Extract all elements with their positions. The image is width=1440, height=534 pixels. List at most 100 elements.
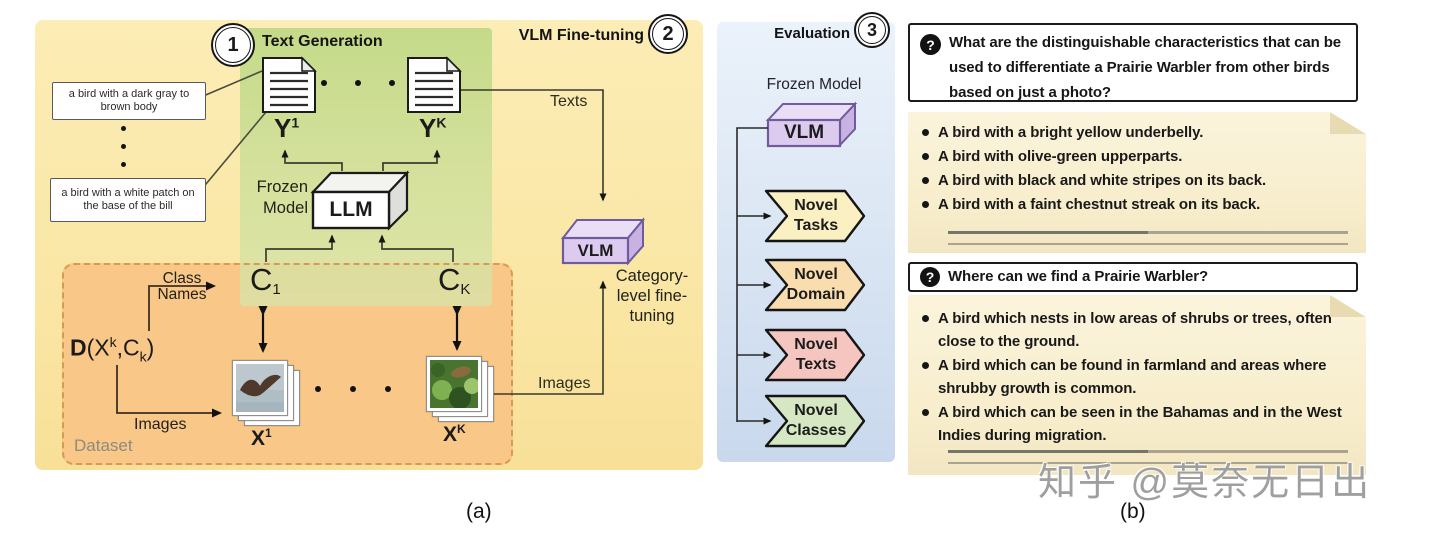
bullet-icon bbox=[922, 362, 929, 369]
label-c1: C1 bbox=[250, 262, 281, 298]
frozen-model-label-eval: Frozen Model bbox=[766, 76, 862, 93]
banner-line2: Classes bbox=[785, 422, 847, 439]
formula-sub-k: k bbox=[139, 348, 147, 365]
ellipsis-dot bbox=[321, 80, 327, 86]
category-line1: Category- bbox=[615, 267, 689, 285]
flying-bird-image bbox=[236, 364, 284, 412]
texts-label: Texts bbox=[550, 93, 588, 110]
answer-item: A bird with olive-green upperparts. bbox=[922, 145, 1358, 168]
images-right-label: Images bbox=[538, 375, 591, 392]
label-yk: YK bbox=[419, 113, 446, 144]
label-ck: CK bbox=[438, 262, 470, 298]
bullet-icon bbox=[922, 315, 929, 322]
question-text-2: Where can we find a Prairie Warbler? bbox=[948, 268, 1209, 285]
label-c1-base: C bbox=[250, 262, 273, 297]
ellipsis-dot bbox=[350, 386, 356, 392]
label-c1-sub: 1 bbox=[272, 281, 281, 298]
redacted-line bbox=[948, 231, 1348, 234]
answer-item: A bird which can be found in farmland an… bbox=[922, 354, 1358, 400]
label-y1-base: Y bbox=[274, 113, 292, 143]
banner-line1: Novel bbox=[794, 197, 838, 214]
formula-d: D bbox=[70, 334, 87, 361]
caption-box-1: a bird with a dark gray to brown body bbox=[52, 82, 206, 120]
vlm-label-eval: VLM bbox=[783, 122, 825, 143]
answer-text: A bird which nests in low areas of shrub… bbox=[938, 310, 1332, 350]
llm-label: LLM bbox=[329, 198, 373, 221]
category-line3: tuning bbox=[629, 307, 675, 325]
label-xk-sup: K bbox=[457, 422, 466, 436]
question-text-1: What are the distinguishable characteris… bbox=[949, 34, 1342, 101]
answer-text: A bird with a bright yellow underbelly. bbox=[938, 124, 1204, 141]
ellipsis-dot bbox=[385, 386, 391, 392]
label-y1-sup: 1 bbox=[291, 114, 300, 131]
subfigure-caption-a: (a) bbox=[466, 500, 492, 523]
bullet-icon bbox=[922, 153, 929, 160]
banner-line2: Domain bbox=[786, 286, 846, 303]
class-names-line1: Class bbox=[162, 270, 202, 287]
dataset-label: Dataset bbox=[74, 436, 133, 455]
frozen-model-label-a: Frozen Model bbox=[237, 177, 308, 219]
subfigure-caption-b: (b) bbox=[1120, 500, 1146, 523]
answer-item: A bird which nests in low areas of shrub… bbox=[922, 307, 1358, 353]
question-box-2: ? Where can we find a Prairie Warbler? bbox=[908, 262, 1358, 292]
redacted-line bbox=[948, 462, 1348, 464]
step-circle-2: 2 bbox=[648, 14, 688, 54]
banner-line2: Tasks bbox=[793, 217, 839, 234]
label-xk: XK bbox=[443, 422, 466, 447]
ellipsis-dot bbox=[315, 386, 321, 392]
bird-photo-xk bbox=[426, 356, 482, 412]
section-title-text-generation: Text Generation bbox=[262, 33, 383, 50]
bullet-icon bbox=[922, 129, 929, 136]
answer-item: A bird which can be seen in the Bahamas … bbox=[922, 401, 1358, 447]
answer-text: A bird with olive-green upperparts. bbox=[938, 148, 1183, 165]
class-names-label: Class Names bbox=[152, 271, 212, 303]
bird-photo-x1 bbox=[232, 360, 288, 416]
step-circle-3: 3 bbox=[854, 12, 890, 48]
answer-text: A bird with a faint chestnut streak on i… bbox=[938, 196, 1261, 213]
ellipsis-dot bbox=[355, 80, 361, 86]
step-number-2: 2 bbox=[662, 22, 674, 45]
images-left-label: Images bbox=[134, 416, 187, 433]
answer-text: A bird with black and white stripes on i… bbox=[938, 172, 1267, 189]
answer-note-2: A bird which nests in low areas of shrub… bbox=[908, 295, 1366, 475]
banner-line1: Novel bbox=[794, 266, 838, 283]
banner-line1: Novel bbox=[794, 336, 838, 353]
banner-line2: Texts bbox=[795, 356, 837, 373]
formula-mid: ,C bbox=[116, 334, 140, 361]
question-box-1: ? What are the distinguishable character… bbox=[908, 23, 1358, 102]
label-x1-base: X bbox=[251, 427, 266, 450]
answer-item: A bird with black and white stripes on i… bbox=[922, 169, 1358, 192]
label-x1-sup: 1 bbox=[265, 426, 272, 440]
label-y1: Y1 bbox=[274, 113, 299, 144]
redacted-line bbox=[948, 243, 1348, 245]
frozen-model-line1: Frozen bbox=[256, 178, 308, 196]
ellipsis-dot bbox=[121, 126, 126, 131]
answer-item: A bird with a faint chestnut streak on i… bbox=[922, 193, 1358, 216]
section-title-evaluation: Evaluation bbox=[774, 25, 850, 42]
vlm-label-finetune: VLM bbox=[577, 240, 614, 260]
frozen-model-line2: Model bbox=[263, 199, 308, 217]
foliage-bird-image bbox=[430, 360, 478, 408]
answer-note-1: A bird with a bright yellow underbelly. … bbox=[908, 112, 1366, 253]
dataset-formula: D(Xk,Ck) bbox=[70, 334, 154, 364]
bullet-icon bbox=[922, 409, 929, 416]
label-yk-base: Y bbox=[419, 113, 437, 143]
watermark: 知乎 @莫奈无日出 bbox=[1038, 462, 1372, 504]
section-title-vlm-finetuning: VLM Fine-tuning bbox=[518, 27, 644, 44]
step-number-1: 1 bbox=[227, 33, 239, 56]
formula-open: (X bbox=[86, 334, 110, 361]
label-ck-sub: K bbox=[460, 281, 471, 298]
step-circle-1: 1 bbox=[211, 23, 255, 67]
category-line2: level fine- bbox=[616, 287, 688, 305]
bullet-icon bbox=[922, 201, 929, 208]
formula-close: ) bbox=[146, 334, 155, 361]
category-level-finetuning-label: Category- level fine- tuning bbox=[599, 266, 705, 326]
banner-line1: Novel bbox=[794, 402, 838, 419]
label-xk-base: X bbox=[443, 423, 458, 446]
ellipsis-dot bbox=[121, 144, 126, 149]
caption-box-2: a bird with a white patch on the base of… bbox=[50, 178, 206, 222]
answer-text: A bird which can be seen in the Bahamas … bbox=[938, 404, 1342, 444]
